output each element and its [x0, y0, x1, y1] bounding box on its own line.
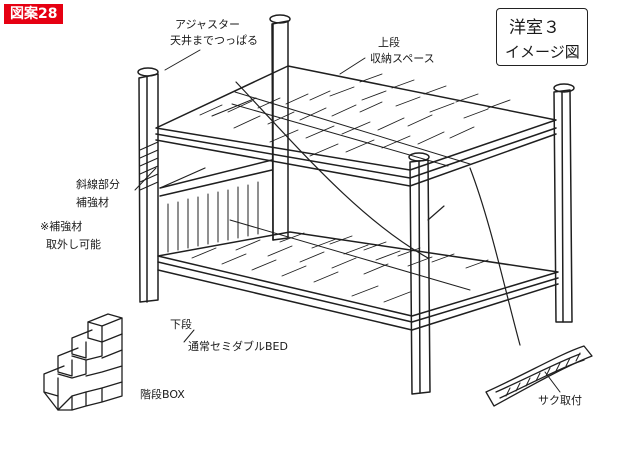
lower-deck-hatching [191, 232, 489, 303]
diagonal-braces [159, 81, 521, 346]
bunk-bed-frame [137, 14, 575, 395]
post-back-left [269, 14, 291, 241]
note-brace-line3: ※補強材 [40, 220, 83, 233]
note-brace-line4: 取外し可能 [46, 238, 101, 251]
drawing-title-line2: イメージ図 [505, 43, 580, 61]
post-front-left [137, 67, 159, 303]
note-adjuster-line1: アジャスター [175, 18, 241, 31]
post-back-right [553, 83, 575, 323]
leader-lines [134, 49, 561, 393]
upper-frame [155, 65, 557, 187]
headboard-slats [159, 159, 273, 253]
drawing-title-line1: 洋室３ [509, 18, 560, 38]
lower-frame [157, 219, 559, 331]
post-front-right [408, 152, 431, 395]
note-brace-line1: 斜線部分 [76, 178, 120, 191]
note-lower-line1: 下段 [170, 318, 192, 331]
note-adjuster-line2: 天井までつっぱる [170, 34, 258, 47]
note-upper-line2: 収納スペース [370, 52, 435, 65]
drawing-number-badge: 図案28 [4, 4, 64, 24]
note-upper-line1: 上段 [378, 36, 400, 49]
upper-deck-hatching [199, 73, 511, 157]
guard-rail-detail [485, 345, 593, 407]
stair-box [43, 313, 123, 411]
drawing-title-box: 洋室３ イメージ図 [496, 8, 588, 66]
note-stair-box: 階段BOX [140, 388, 185, 401]
note-guard-rail: サク取付 [538, 394, 582, 407]
note-lower-line2: 通常セミダブルBED [188, 340, 288, 353]
note-brace-line2: 補強材 [76, 196, 109, 209]
